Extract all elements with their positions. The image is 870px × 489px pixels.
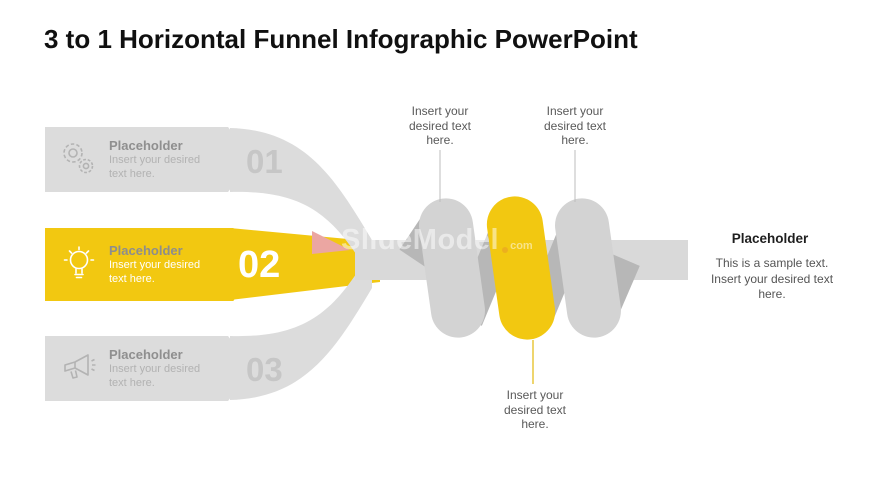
step-number-02: 02 [238,244,281,286]
banner-title: Placeholder [109,137,183,153]
funnel-band-middle [230,228,380,300]
banner-title: Placeholder [109,346,183,362]
banner-title: Placeholder [109,242,183,258]
callout-top-left: Insert your desired text here. [408,104,472,148]
step-number-01: 01 [246,143,283,180]
funnel-band-top [230,128,372,280]
banner-01: Placeholder Insert your desired text her… [45,127,253,192]
coil-loop-1 [419,198,485,338]
lightbulb-icon [63,245,95,278]
side-panel-text: This is a sample text. Insert your desir… [710,256,834,302]
callout-bottom: Insert your desired text here. [503,388,567,432]
coil-loop-2-highlight [486,196,556,340]
megaphone-icon [64,353,96,379]
slide-title: 3 to 1 Horizontal Funnel Infographic Pow… [44,24,638,54]
banner-02: Placeholder Insert your desired text her… [45,228,259,301]
coil-loop-3 [555,198,621,338]
step-number-03: 03 [246,351,283,388]
banner-03: Placeholder Insert your desired text her… [45,336,253,401]
gears-icon [63,142,94,173]
convergence-arrow [312,231,350,254]
callout-top-right: Insert your desired text here. [543,104,607,148]
banner-desc: Insert your desired text here. [109,258,201,285]
banner-desc: Insert your desired text here. [109,362,201,389]
side-panel-title: Placeholder [731,231,809,246]
funnel-band-bottom [230,248,372,400]
banner-desc: Insert your desired text here. [109,153,201,180]
